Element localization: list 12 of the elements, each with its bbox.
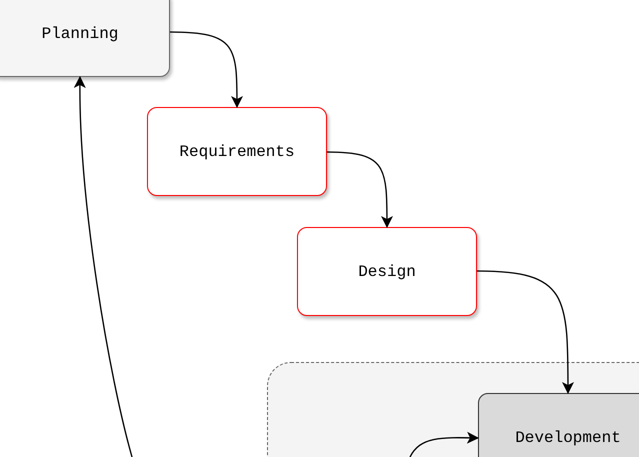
arrow [409,432,479,457]
arrow [326,151,393,228]
node-label: Design [358,262,416,280]
process-box [0,0,170,77]
arrow [476,270,574,394]
process-box [147,107,327,196]
arrow [170,31,243,108]
node-label: Requirements [179,142,295,160]
node-label: Planning [42,24,118,42]
arrow [74,76,133,457]
node-label: Development [515,428,621,446]
process-box [297,227,477,316]
